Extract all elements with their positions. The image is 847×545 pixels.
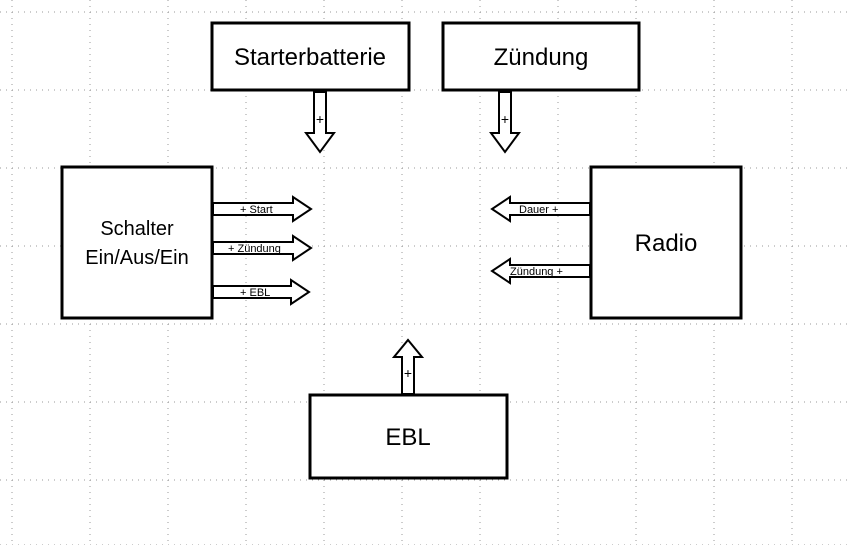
- ebl-out-arrow-label: + EBL: [240, 287, 270, 299]
- ebl-label: EBL: [385, 424, 430, 451]
- zuendung-out-arrow-label: + Zündung: [228, 243, 281, 255]
- schalter-label-line2: Ein/Aus/Ein: [85, 247, 188, 269]
- zuendung-in-arrow: [490, 257, 591, 285]
- zuendung-box: [441, 21, 641, 92]
- starterbatterie-down-arrow: [304, 91, 336, 154]
- radio-label: Radio: [635, 230, 698, 257]
- ebl-box: [308, 393, 509, 480]
- start-arrow-label: + Start: [240, 204, 273, 216]
- starterbatterie-arrow-plus: +: [316, 111, 324, 127]
- dauer-arrow: [490, 195, 591, 223]
- radio-box: [589, 165, 743, 320]
- ebl-out-arrow: [212, 278, 311, 306]
- zuendung-label: Zündung: [494, 44, 589, 71]
- zuendung-arrow-plus: +: [501, 111, 509, 127]
- starterbatterie-label: Starterbatterie: [234, 44, 386, 71]
- zuendung-down-arrow: [489, 91, 521, 154]
- start-arrow: [212, 195, 313, 223]
- zuendung-in-arrow-label: Zündung +: [510, 266, 563, 278]
- zuendung-out-arrow: [212, 234, 313, 262]
- starterbatterie-box: [210, 21, 411, 92]
- schalter-label-line1: Schalter: [100, 218, 174, 240]
- ebl-up-arrow: [391, 338, 425, 395]
- dauer-arrow-label: Dauer +: [519, 204, 558, 216]
- ebl-arrow-plus: +: [404, 365, 412, 381]
- schalter-box: [60, 165, 214, 320]
